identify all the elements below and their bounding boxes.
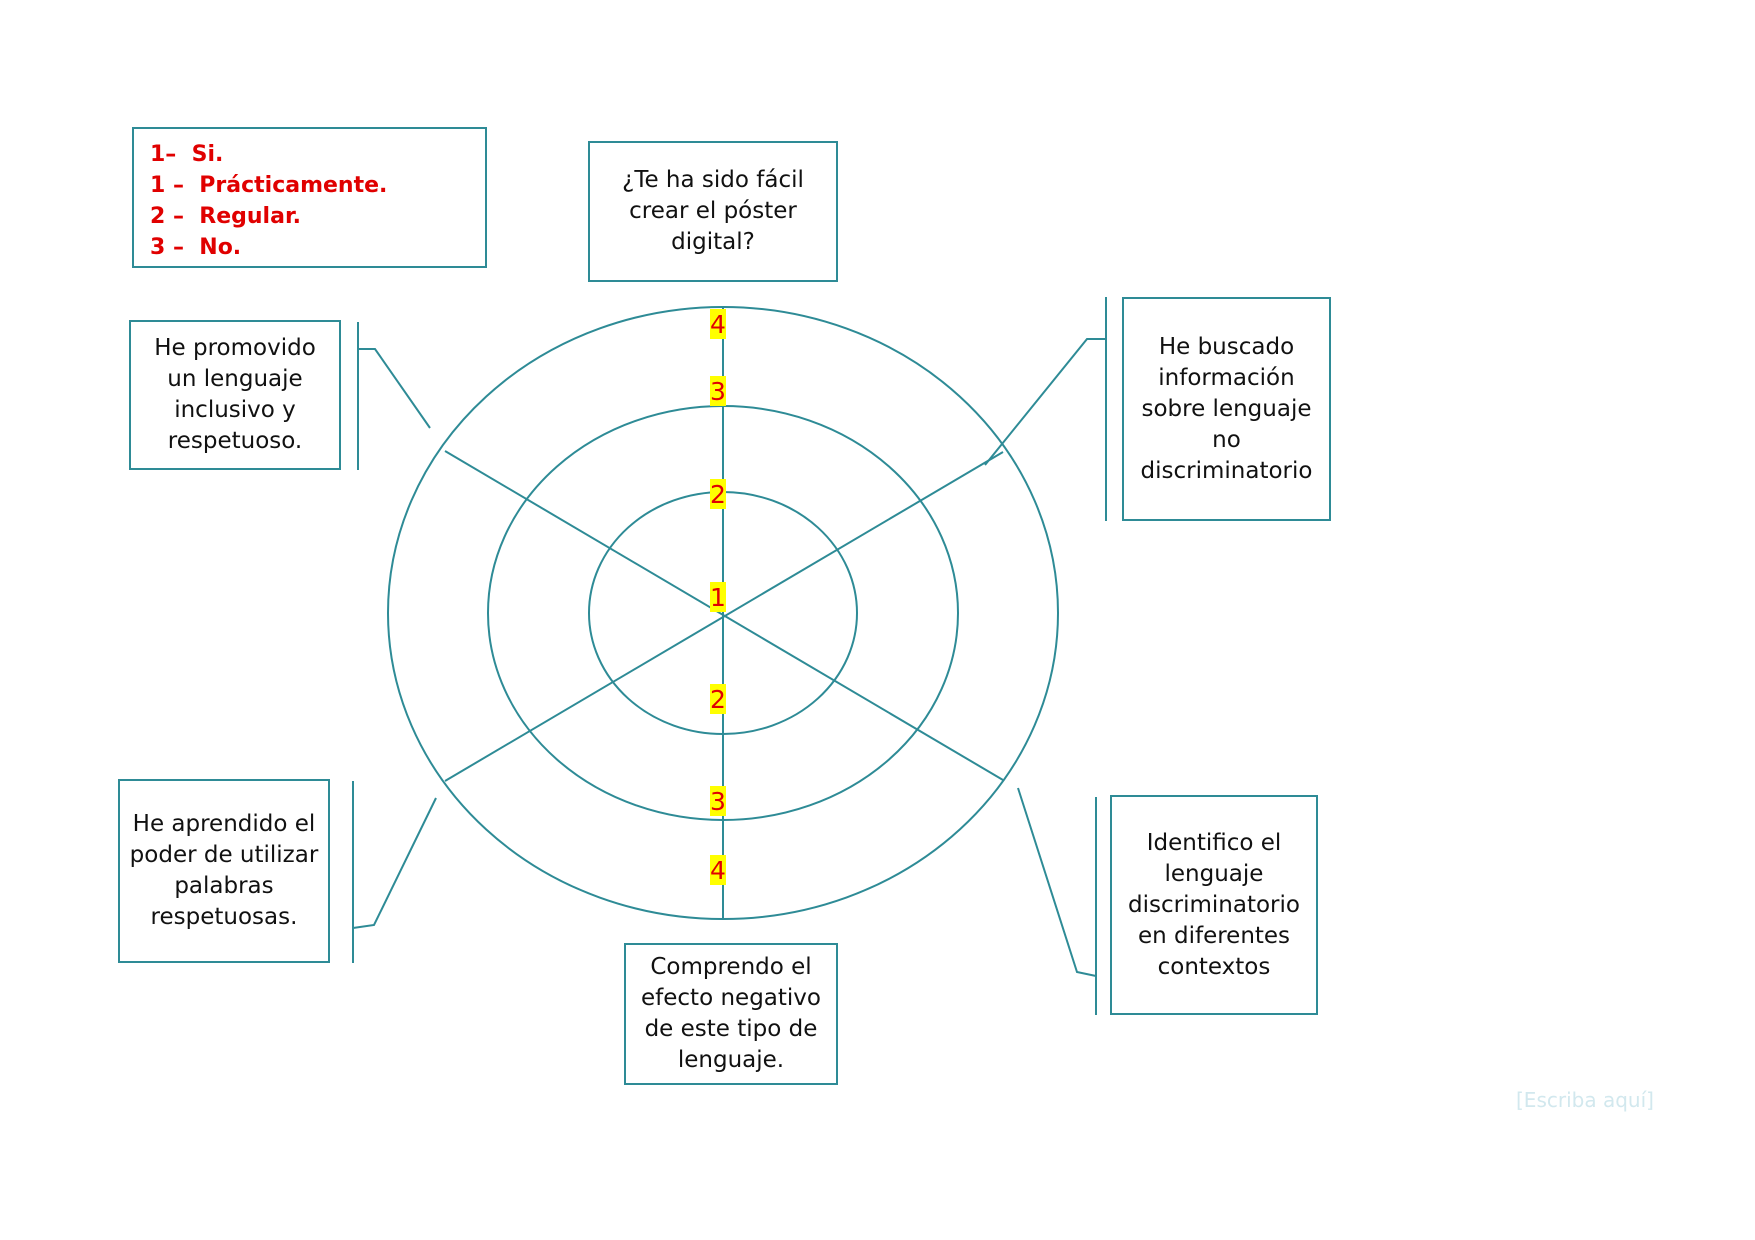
question-text: He buscado información sobre lenguaje no…	[1140, 333, 1313, 484]
legend-item: 1– Si.	[150, 142, 224, 167]
legend-item: 1 – Prácticamente.	[150, 173, 388, 198]
question-box-top: ¿Te ha sido fácil crear el póster digita…	[588, 141, 838, 282]
question-text: He promovido un lenguaje inclusivo y res…	[154, 335, 316, 454]
scale-highlight	[710, 376, 726, 406]
question-box-bottom: Comprendo el efecto negativo de este tip…	[624, 943, 838, 1085]
question-box-top-left: He promovido un lenguaje inclusivo y res…	[129, 320, 341, 470]
scale-highlight	[710, 309, 726, 339]
axis-diagonal-b	[444, 451, 1004, 782]
legend-box: 1– Si. 1 – Prácticamente. 2 – Regular. 3…	[132, 127, 487, 268]
scale-highlight	[710, 582, 726, 612]
placeholder-text[interactable]: [Escriba aquí]	[1516, 1088, 1654, 1112]
scale-label: 1	[710, 583, 726, 612]
scale-label: 2	[710, 480, 726, 509]
scale-labels: 4 3 2 1 2 3 4	[710, 309, 726, 885]
scale-label: 4	[710, 856, 726, 885]
connector-bottom-right	[1017, 787, 1097, 977]
question-text: He aprendido el poder de utilizar palabr…	[129, 811, 319, 930]
question-text: ¿Te ha sido fácil crear el póster digita…	[622, 167, 804, 255]
legend-item: 2 – Regular.	[150, 204, 302, 229]
legend-item: 3 – No.	[150, 235, 242, 260]
question-text: Identifico el lenguaje discriminatorio e…	[1128, 829, 1300, 980]
question-text: Comprendo el efecto negativo de este tip…	[641, 954, 821, 1073]
connector-top-right	[984, 338, 1106, 466]
scale-highlight	[710, 855, 726, 885]
scale-label: 2	[710, 685, 726, 714]
question-box-bottom-right: Identifico el lenguaje discriminatorio e…	[1110, 795, 1318, 1015]
scale-highlight	[710, 684, 726, 714]
scale-highlight	[710, 786, 726, 816]
connector-bottom-left	[352, 797, 437, 929]
scale-label: 3	[710, 377, 726, 406]
scale-highlight	[710, 479, 726, 509]
scale-label: 3	[710, 787, 726, 816]
question-box-bottom-left: He aprendido el poder de utilizar palabr…	[118, 779, 330, 963]
question-box-top-right: He buscado información sobre lenguaje no…	[1122, 297, 1331, 521]
scale-label: 4	[710, 310, 726, 339]
connector-top-left	[358, 348, 431, 429]
